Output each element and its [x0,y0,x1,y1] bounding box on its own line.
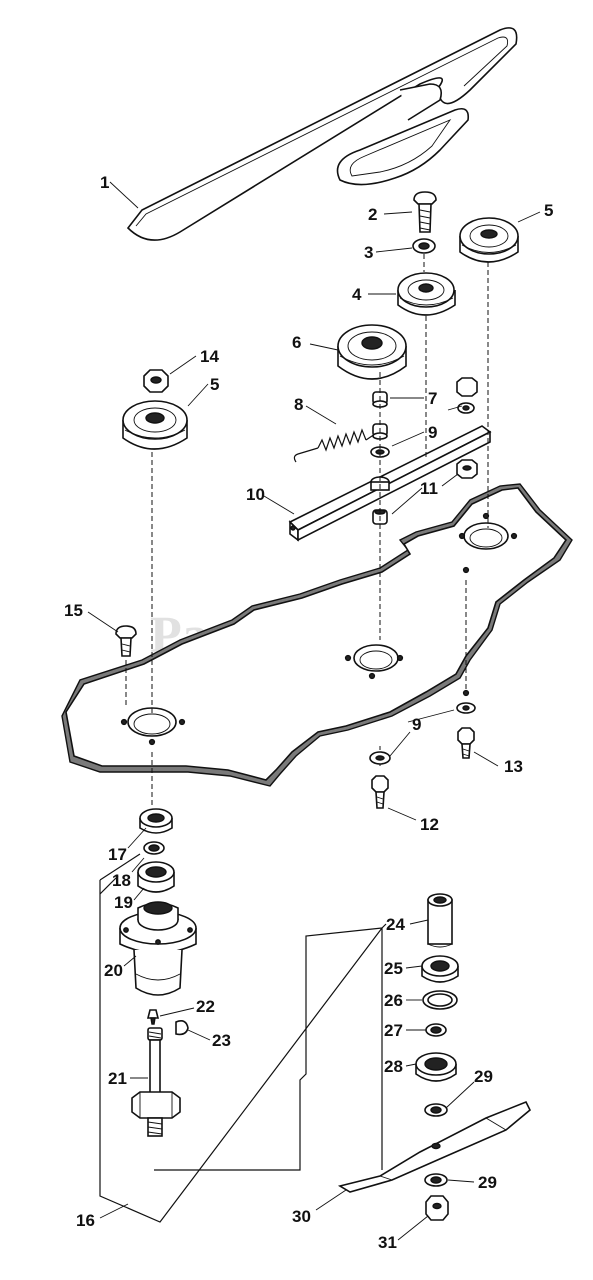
retaining-ring-part-26[interactable] [422,990,458,1010]
washer-part-9-bottom[interactable] [456,702,476,714]
callout-17[interactable]: 17 [108,845,127,864]
nut-part-14[interactable] [143,369,169,393]
callout-15[interactable]: 15 [64,601,83,620]
callout-26[interactable]: 26 [384,991,403,1010]
callout-16[interactable]: 16 [76,1211,95,1230]
nut-part-31[interactable] [425,1195,449,1221]
callout-8[interactable]: 8 [294,395,303,414]
callout-29-top[interactable]: 29 [474,1067,493,1086]
washer-part-29-bottom[interactable] [424,1173,448,1187]
pulley-part-6[interactable] [337,324,407,380]
spindle-housing-part-20[interactable] [119,901,197,996]
alignment-lines [125,254,489,806]
seal-part-28[interactable] [415,1052,457,1082]
blade-part-30[interactable] [337,1100,531,1193]
callout-9-bottom[interactable]: 9 [412,715,421,734]
nut-part-11-right[interactable] [456,459,478,479]
pulley-part-5-right[interactable] [459,217,519,263]
callout-27[interactable]: 27 [384,1021,403,1040]
callout-5-left[interactable]: 5 [210,375,219,394]
nut-right-top[interactable] [456,377,478,397]
seal-part-17[interactable] [139,808,173,834]
grease-fitting-part-22[interactable] [146,1009,160,1025]
callout-6[interactable]: 6 [292,333,301,352]
key-part-23[interactable] [175,1020,189,1036]
washer-part-29-top[interactable] [424,1103,448,1117]
washer-part-27[interactable] [425,1023,447,1037]
bolt-part-2[interactable] [413,191,437,233]
callout-25[interactable]: 25 [384,959,403,978]
washer-part-3[interactable] [412,238,436,254]
callout-19[interactable]: 19 [114,893,133,912]
spindle-shaft-part-21[interactable] [131,1027,181,1137]
bolt-part-15[interactable] [115,625,137,657]
washer-part-9-bottom-b[interactable] [369,751,391,765]
leader-lines [87,181,541,1241]
callout-3[interactable]: 3 [364,243,373,262]
callout-30[interactable]: 30 [292,1207,311,1226]
callout-7[interactable]: 7 [428,389,437,408]
callout-21[interactable]: 21 [108,1069,127,1088]
callout-18[interactable]: 18 [112,871,131,890]
callout-14[interactable]: 14 [200,347,219,366]
bearing-part-19[interactable] [137,861,175,893]
washer-part-9-right[interactable] [457,402,475,414]
callout-5-right[interactable]: 5 [544,201,553,220]
callout-4[interactable]: 4 [352,285,362,304]
spacer-tube-part-24[interactable] [427,893,453,948]
callout-20[interactable]: 20 [104,961,123,980]
callout-9-top[interactable]: 9 [428,423,437,442]
callout-2[interactable]: 2 [368,205,377,224]
callout-31[interactable]: 31 [378,1233,397,1252]
callout-24[interactable]: 24 [386,915,405,934]
callout-12[interactable]: 12 [420,815,439,834]
callout-11[interactable]: 11 [420,479,438,498]
spring-part-8[interactable] [293,423,383,463]
callout-23[interactable]: 23 [212,1031,231,1050]
bolt-part-13[interactable] [457,727,475,759]
washer-part-18[interactable] [143,841,165,855]
callout-10[interactable]: 10 [246,485,265,504]
belt-part-1[interactable] [126,27,518,241]
callout-28[interactable]: 28 [384,1057,403,1076]
deck-plate [61,483,573,787]
callout-29-bottom[interactable]: 29 [478,1173,497,1192]
bolt-part-12[interactable] [371,775,389,809]
callout-13[interactable]: 13 [504,757,523,776]
pulley-part-4[interactable] [397,272,456,316]
callout-1[interactable]: 1 [100,173,109,192]
callouts: 1 2 3 4 5 6 14 5 8 7 9 10 11 15 9 13 12 … [64,173,553,1252]
idler-arm-part-10[interactable] [288,425,492,542]
pulley-part-5-left[interactable] [122,400,188,450]
bearing-part-25[interactable] [421,955,459,983]
assembly-bracket [99,853,387,1223]
callout-22[interactable]: 22 [196,997,215,1016]
